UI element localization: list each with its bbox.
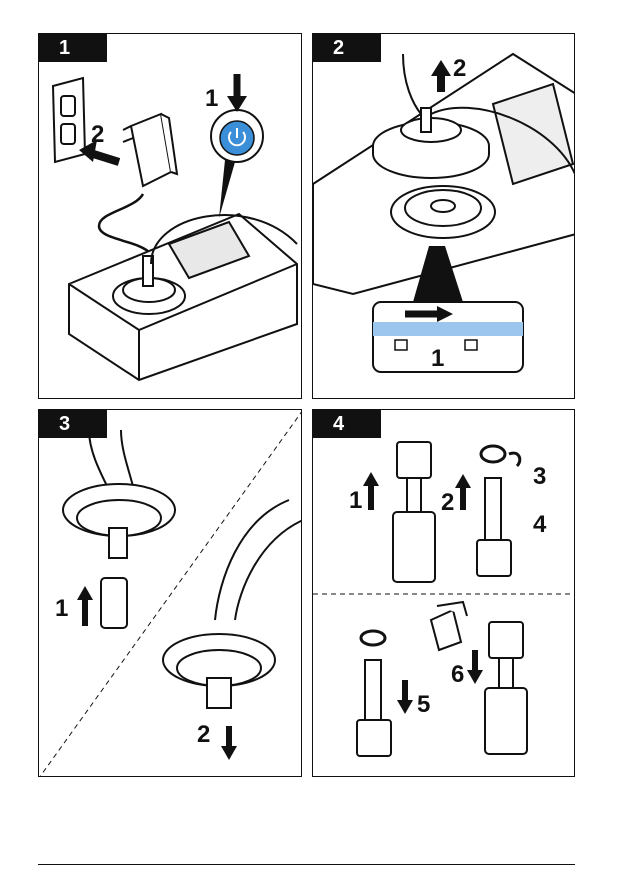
callout-2: 2 xyxy=(91,121,104,148)
panel-2-illustration: 2 1 xyxy=(313,34,575,399)
power-adapter-icon xyxy=(123,114,177,186)
callout-1: 1 xyxy=(205,85,218,112)
footer-rule xyxy=(38,864,575,865)
panel-1-illustration: 2 1 xyxy=(39,34,302,399)
panel-3-illustration: 1 2 xyxy=(39,410,302,777)
sample-cap-icon xyxy=(163,500,302,708)
callout-2: 2 xyxy=(197,721,210,748)
panel-2: 2 2 1 xyxy=(312,33,575,399)
box-icon xyxy=(431,602,467,650)
instrument-icon xyxy=(69,214,297,380)
panel-1: 1 2 1 xyxy=(38,33,302,399)
tube-icon xyxy=(357,660,391,756)
o-ring-icon xyxy=(361,631,385,645)
callout-1: 1 xyxy=(349,487,362,514)
filter-assembly-icon xyxy=(485,622,527,754)
callout-3: 3 xyxy=(533,463,546,490)
callout-1: 1 xyxy=(55,595,68,622)
panel-4: 4 1 3 2 4 xyxy=(312,409,575,777)
filter-assembly-icon xyxy=(393,442,435,582)
callout-1: 1 xyxy=(431,345,444,372)
callout-2: 2 xyxy=(441,489,454,516)
panel-3: 3 1 2 xyxy=(38,409,302,777)
panel-4-illustration: 1 3 2 4 5 6 xyxy=(313,410,575,777)
tube-icon xyxy=(477,478,511,576)
callout-2: 2 xyxy=(453,55,466,82)
callout-4: 4 xyxy=(533,511,547,538)
divider xyxy=(39,410,302,777)
callout-6: 6 xyxy=(451,661,464,688)
callout-5: 5 xyxy=(417,691,430,718)
